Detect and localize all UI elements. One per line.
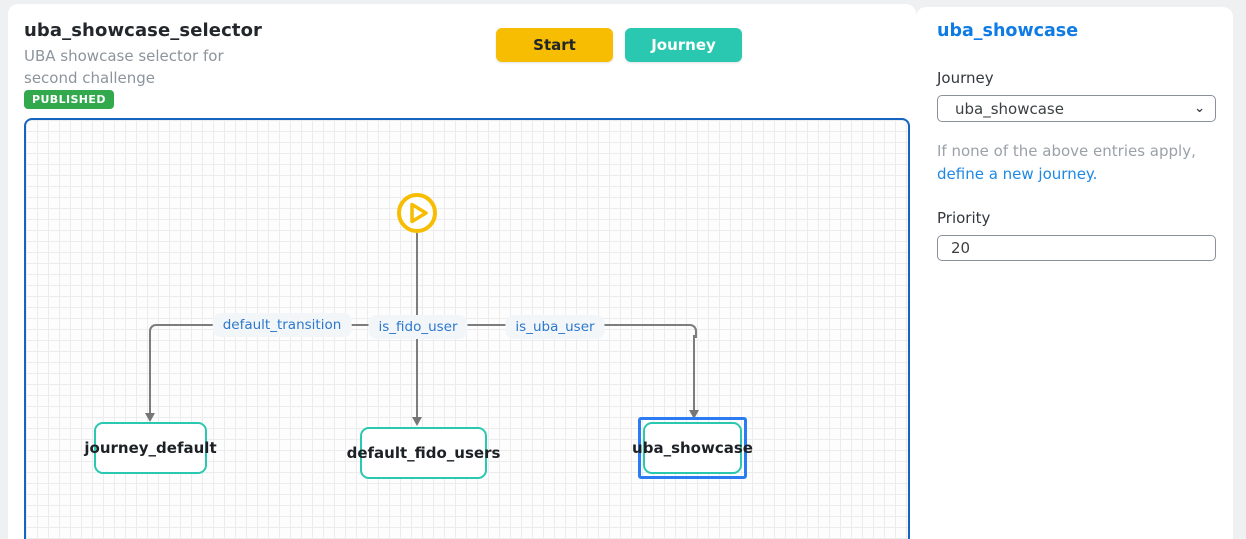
start-node-icon[interactable] [395,191,439,239]
info-text-static: If none of the above entries apply, [937,142,1196,160]
page-title: uba_showcase_selector [24,20,263,41]
priority-field-label: Priority [937,208,991,227]
journey-button[interactable]: Journey [625,28,742,62]
page-subtitle: UBA showcase selector for second challen… [24,47,224,87]
arrowhead-down-icon [145,413,155,422]
arrowhead-down-icon [412,417,422,426]
edge-line-left [149,335,151,413]
properties-panel: uba_showcase Journey uba_showcase ⌄ If n… [916,7,1233,539]
edge-elbow-right [685,324,697,338]
edge-label-is-uba-user[interactable]: is_uba_user [505,315,605,339]
journey-select[interactable]: uba_showcase ⌄ [937,95,1216,122]
node-journey-default[interactable]: journey_default [84,422,217,474]
edge-label-default-transition[interactable]: default_transition [212,313,352,337]
flow-canvas[interactable]: default_transition is_fido_user is_uba_u… [24,118,910,539]
journey-select-value: uba_showcase [955,99,1064,118]
chevron-down-icon: ⌄ [1194,101,1205,116]
define-new-journey-link[interactable]: define a new journey. [937,165,1098,184]
journey-info-text: If none of the above entries apply, defi… [937,140,1224,187]
journey-field-label: Journey [937,69,994,87]
node-uba-showcase[interactable]: uba_showcase [632,422,753,474]
arrowhead-down-icon [689,410,699,419]
journey-selector-card: uba_showcase_selector UBA showcase selec… [8,4,916,539]
node-default-fido-users[interactable]: default_fido_users [347,427,500,479]
edge-label-is-fido-user[interactable]: is_fido_user [368,315,468,339]
node-selection-outline: uba_showcase [632,417,753,479]
panel-title: uba_showcase [937,21,1079,41]
edge-elbow-left [149,324,161,338]
status-badge: PUBLISHED [24,90,114,109]
priority-input[interactable] [937,234,1216,261]
start-button[interactable]: Start [496,28,613,62]
edge-line-right [693,335,695,410]
